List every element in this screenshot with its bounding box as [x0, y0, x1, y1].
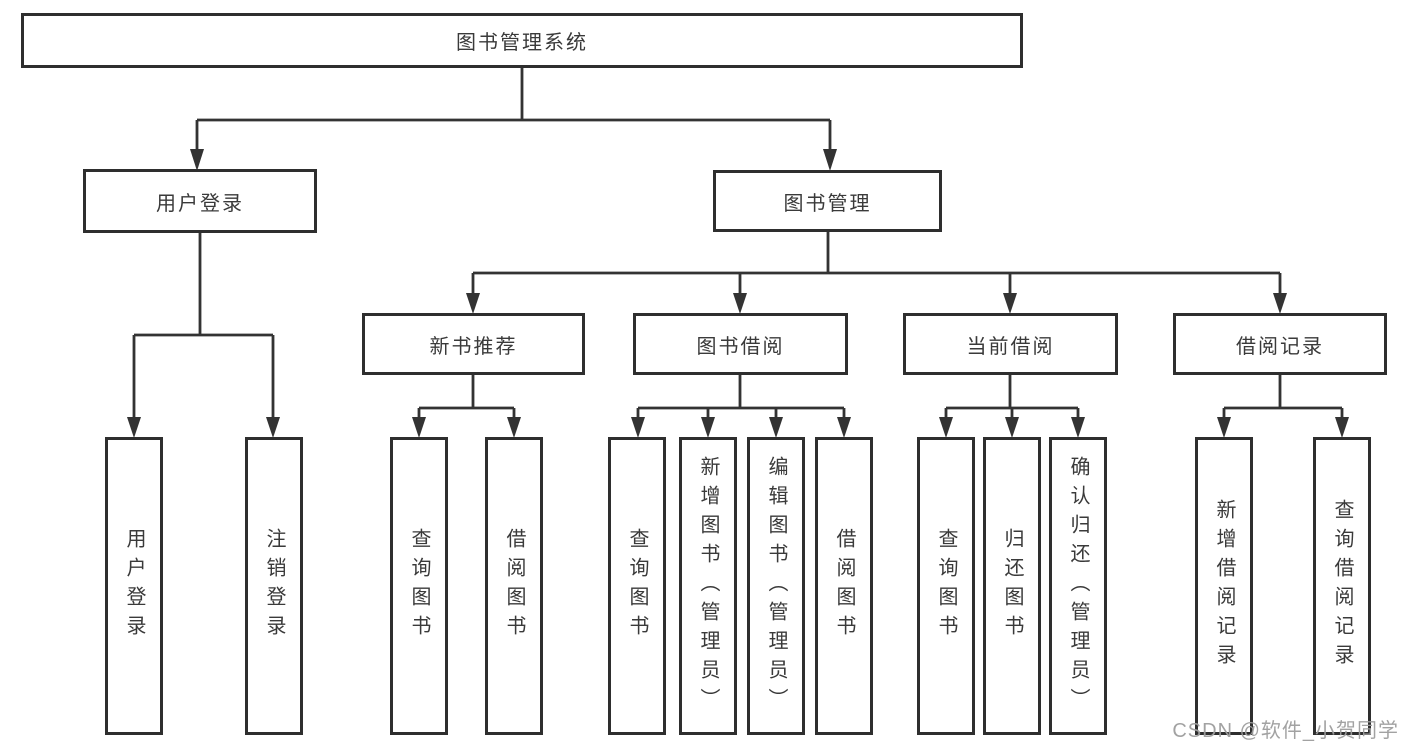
node-user-login: 用户登录	[83, 169, 317, 233]
node-borrowing-records: 借阅记录	[1173, 313, 1387, 375]
leaf-records-add-borrow-record-label: 新增借阅记录	[1213, 499, 1235, 673]
leaf-borrowing-add-books-admin: 新增图书（管理员）	[679, 437, 737, 735]
leaf-records-add-borrow-record: 新增借阅记录	[1195, 437, 1253, 735]
leaf-current-confirm-return-admin: 确认归还（管理员）	[1049, 437, 1107, 735]
node-book-borrowing-label: 图书借阅	[696, 335, 785, 358]
leaf-borrowing-edit-books-admin-label: 编辑图书（管理员）	[765, 455, 787, 717]
leaf-borrowing-borrow-books-label: 借阅图书	[833, 528, 855, 644]
node-book-management: 图书管理	[713, 170, 942, 232]
node-book-management-label: 图书管理	[783, 192, 872, 215]
leaf-records-query-borrow-record-label: 查询借阅记录	[1331, 499, 1353, 673]
leaf-logout: 注销登录	[245, 437, 303, 735]
node-user-login-label: 用户登录	[156, 192, 244, 215]
leaf-recommend-query-books: 查询图书	[390, 437, 448, 735]
leaf-recommend-query-books-label: 查询图书	[408, 528, 430, 644]
leaf-borrowing-add-books-admin-label: 新增图书（管理员）	[697, 455, 719, 717]
leaf-current-return-books-label: 归还图书	[1001, 528, 1023, 644]
leaf-borrowing-query-books-label: 查询图书	[626, 528, 648, 644]
leaf-records-query-borrow-record: 查询借阅记录	[1313, 437, 1371, 735]
node-new-book-recommendation-label: 新书推荐	[429, 335, 518, 358]
leaf-user-login: 用户登录	[105, 437, 163, 735]
watermark: CSDN @软件_小贺同学	[1172, 720, 1399, 742]
leaf-current-query-books: 查询图书	[917, 437, 975, 735]
node-current-borrowing-label: 当前借阅	[966, 335, 1055, 358]
node-root-label: 图书管理系统	[456, 32, 588, 54]
node-borrowing-records-label: 借阅记录	[1236, 335, 1324, 358]
leaf-logout-label: 注销登录	[263, 528, 285, 644]
leaf-borrowing-borrow-books: 借阅图书	[815, 437, 873, 735]
leaf-borrowing-query-books: 查询图书	[608, 437, 666, 735]
leaf-current-return-books: 归还图书	[983, 437, 1041, 735]
node-book-borrowing: 图书借阅	[633, 313, 848, 375]
node-current-borrowing: 当前借阅	[903, 313, 1118, 375]
leaf-current-query-books-label: 查询图书	[935, 528, 957, 644]
leaf-current-confirm-return-admin-label: 确认归还（管理员）	[1067, 455, 1089, 717]
leaf-recommend-borrow-books-label: 借阅图书	[503, 528, 525, 644]
leaf-recommend-borrow-books: 借阅图书	[485, 437, 543, 735]
leaf-user-login-label: 用户登录	[123, 528, 145, 644]
node-new-book-recommendation: 新书推荐	[362, 313, 585, 375]
leaf-borrowing-edit-books-admin: 编辑图书（管理员）	[747, 437, 805, 735]
node-root: 图书管理系统	[21, 13, 1023, 68]
